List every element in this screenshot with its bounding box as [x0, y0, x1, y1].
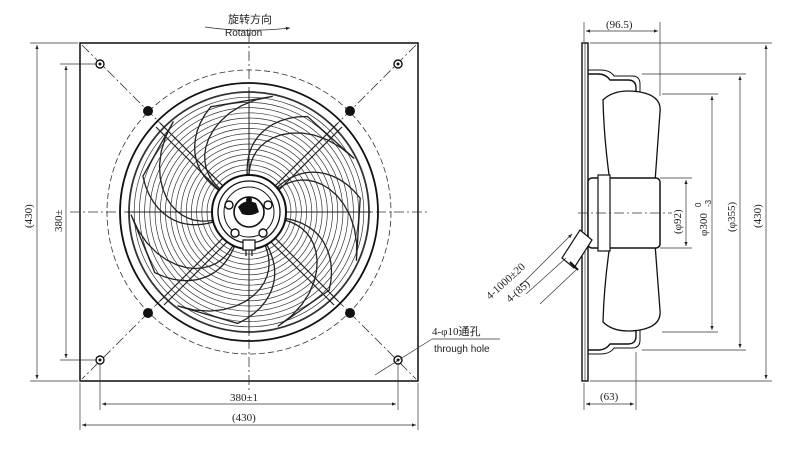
side-impeller-tol-lower: -3	[704, 199, 713, 207]
side-ring-dia-text: (φ355)	[726, 201, 738, 232]
blade-profile-bottom	[602, 243, 661, 332]
dim-side-depth-bottom: (63)	[583, 352, 637, 410]
cable-gland	[561, 229, 593, 271]
fan-blade	[246, 115, 355, 175]
front-height-total-text: (430)	[23, 204, 35, 228]
venturi-ring-bottom	[588, 330, 637, 351]
fan-blade	[194, 95, 273, 191]
side-view: (96.5) (63) (φ92) φ300 0 -3	[484, 19, 772, 410]
side-depth-top-text: (96.5)	[606, 19, 633, 31]
dim-side-impeller-dia: φ300 0 -3	[662, 93, 718, 333]
dim-front-height-total: (430)	[23, 42, 78, 382]
dim-side-hub-dia: (φ92)	[660, 177, 692, 249]
hole-note-en: through hole	[434, 344, 490, 355]
dim-side-depth-top: (96.5)	[583, 19, 661, 96]
fan-blade	[142, 121, 214, 226]
side-hub-dia-text: (φ92)	[672, 209, 684, 234]
front-width-total-text: (430)	[232, 412, 256, 424]
fan-blade	[276, 171, 361, 261]
side-impeller-tol-upper: 0	[694, 202, 703, 207]
side-motor	[578, 174, 672, 252]
side-plate	[581, 42, 589, 382]
dim-cable: 4-1000±20 4-(85)	[484, 233, 577, 305]
hole-note-cn: 4-φ10通孔	[432, 325, 481, 338]
front-view: 旋转方向 Rotation (430) 380± 380±1	[23, 12, 500, 430]
front-width-holes-text: 380±1	[230, 392, 258, 404]
dim-side-height-total: (430)	[590, 42, 772, 382]
rotation-label-cn: 旋转方向	[228, 12, 272, 26]
side-depth-bottom-text: (63)	[600, 391, 619, 403]
grille-outer-ring	[119, 82, 379, 342]
rotation-label-en: Rotation	[225, 28, 262, 39]
rotation-indicator: 旋转方向 Rotation	[204, 12, 291, 39]
hole-note: 4-φ10通孔 through hole	[374, 325, 500, 376]
fan-blade	[277, 217, 333, 327]
dim-front-width-holes: 380±1	[99, 364, 399, 410]
grille-screws	[143, 106, 355, 318]
bolt-circle	[106, 69, 392, 355]
side-impeller-dia-text: φ300	[698, 213, 710, 236]
dim-front-width-total: (430)	[79, 383, 419, 430]
fan-blade	[130, 214, 236, 282]
motor-hub	[211, 174, 287, 256]
venturi-ring-top	[588, 73, 637, 94]
fan-blades	[130, 95, 361, 327]
fan-blade	[177, 244, 276, 325]
blade-profile-top	[602, 90, 661, 183]
front-height-holes-text: 380±	[53, 209, 65, 232]
dim-front-height-holes: 380±	[53, 63, 96, 361]
dim-side-ring-dia: (φ355)	[642, 73, 746, 351]
side-height-total-text: (430)	[752, 204, 764, 228]
